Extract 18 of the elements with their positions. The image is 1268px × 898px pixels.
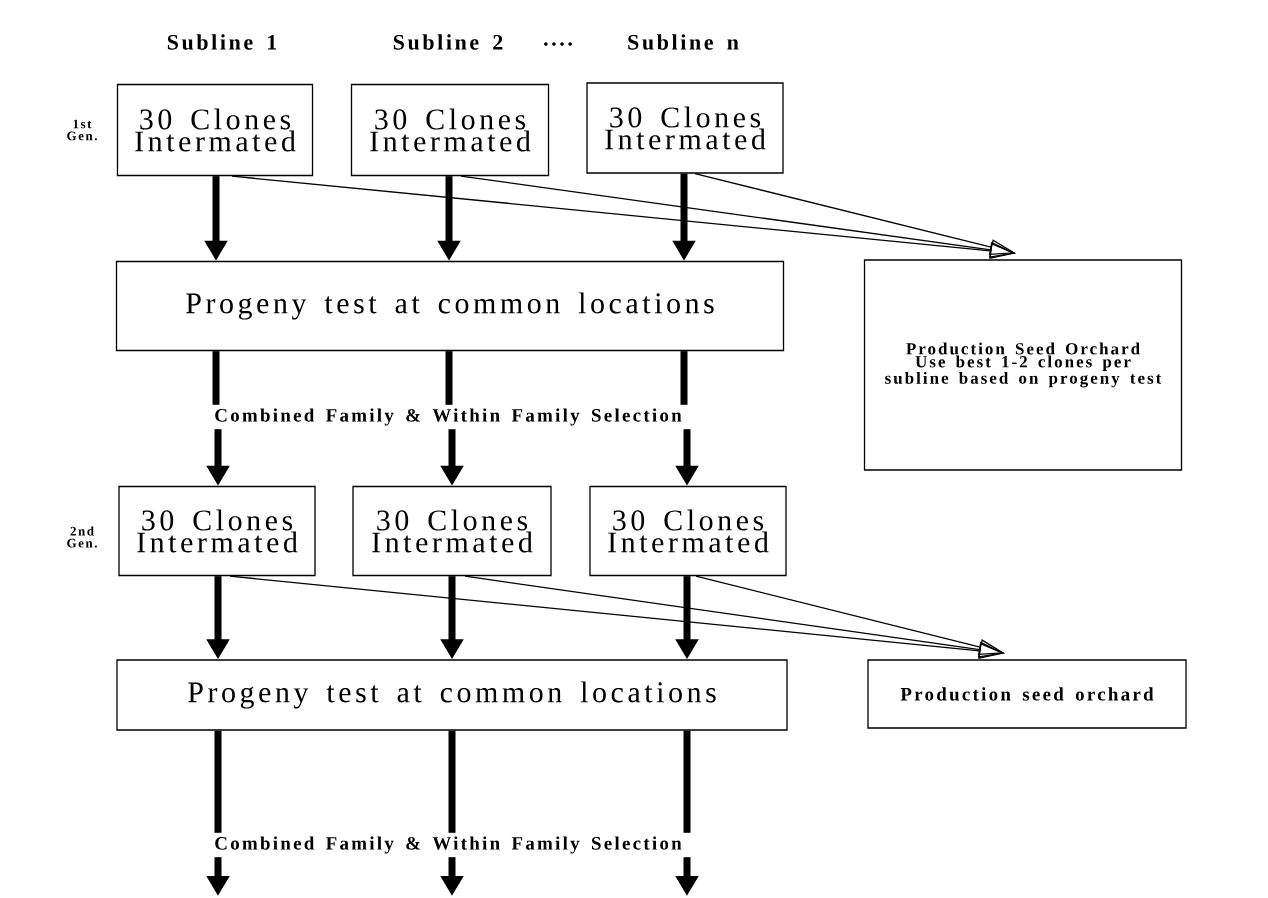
process-box: Production seed orchard (867, 659, 1187, 729)
process-box: Production Seed Orchard Use best 1-2 clones per subline based on progeny test (863, 259, 1183, 471)
process-box: 30 Clones Intermated (352, 485, 552, 577)
process-box: 30 Clones Intermated (118, 485, 316, 577)
column-heading: Subline n (628, 34, 739, 50)
step-label: Combined Family & Within Family Selection (215, 408, 682, 426)
process-box: 30 Clones Intermated (586, 82, 784, 174)
process-box: 30 Clones Intermated (350, 83, 550, 177)
process-box: 30 Clones Intermated (589, 485, 787, 577)
step-label: Combined Family & Within Family Selection (215, 836, 682, 854)
column-heading: Subline 2 (393, 34, 503, 50)
process-box: Progeny test at common locations (116, 659, 788, 731)
generation-label: 2nd Gen. (67, 526, 97, 548)
process-box: Progeny test at common locations (115, 260, 785, 352)
column-heading: Subline 1 (167, 34, 277, 50)
process-box: 30 Clones Intermated (116, 83, 314, 177)
column-heading: .... (544, 42, 572, 46)
generation-label: 1st Gen. (67, 119, 97, 141)
